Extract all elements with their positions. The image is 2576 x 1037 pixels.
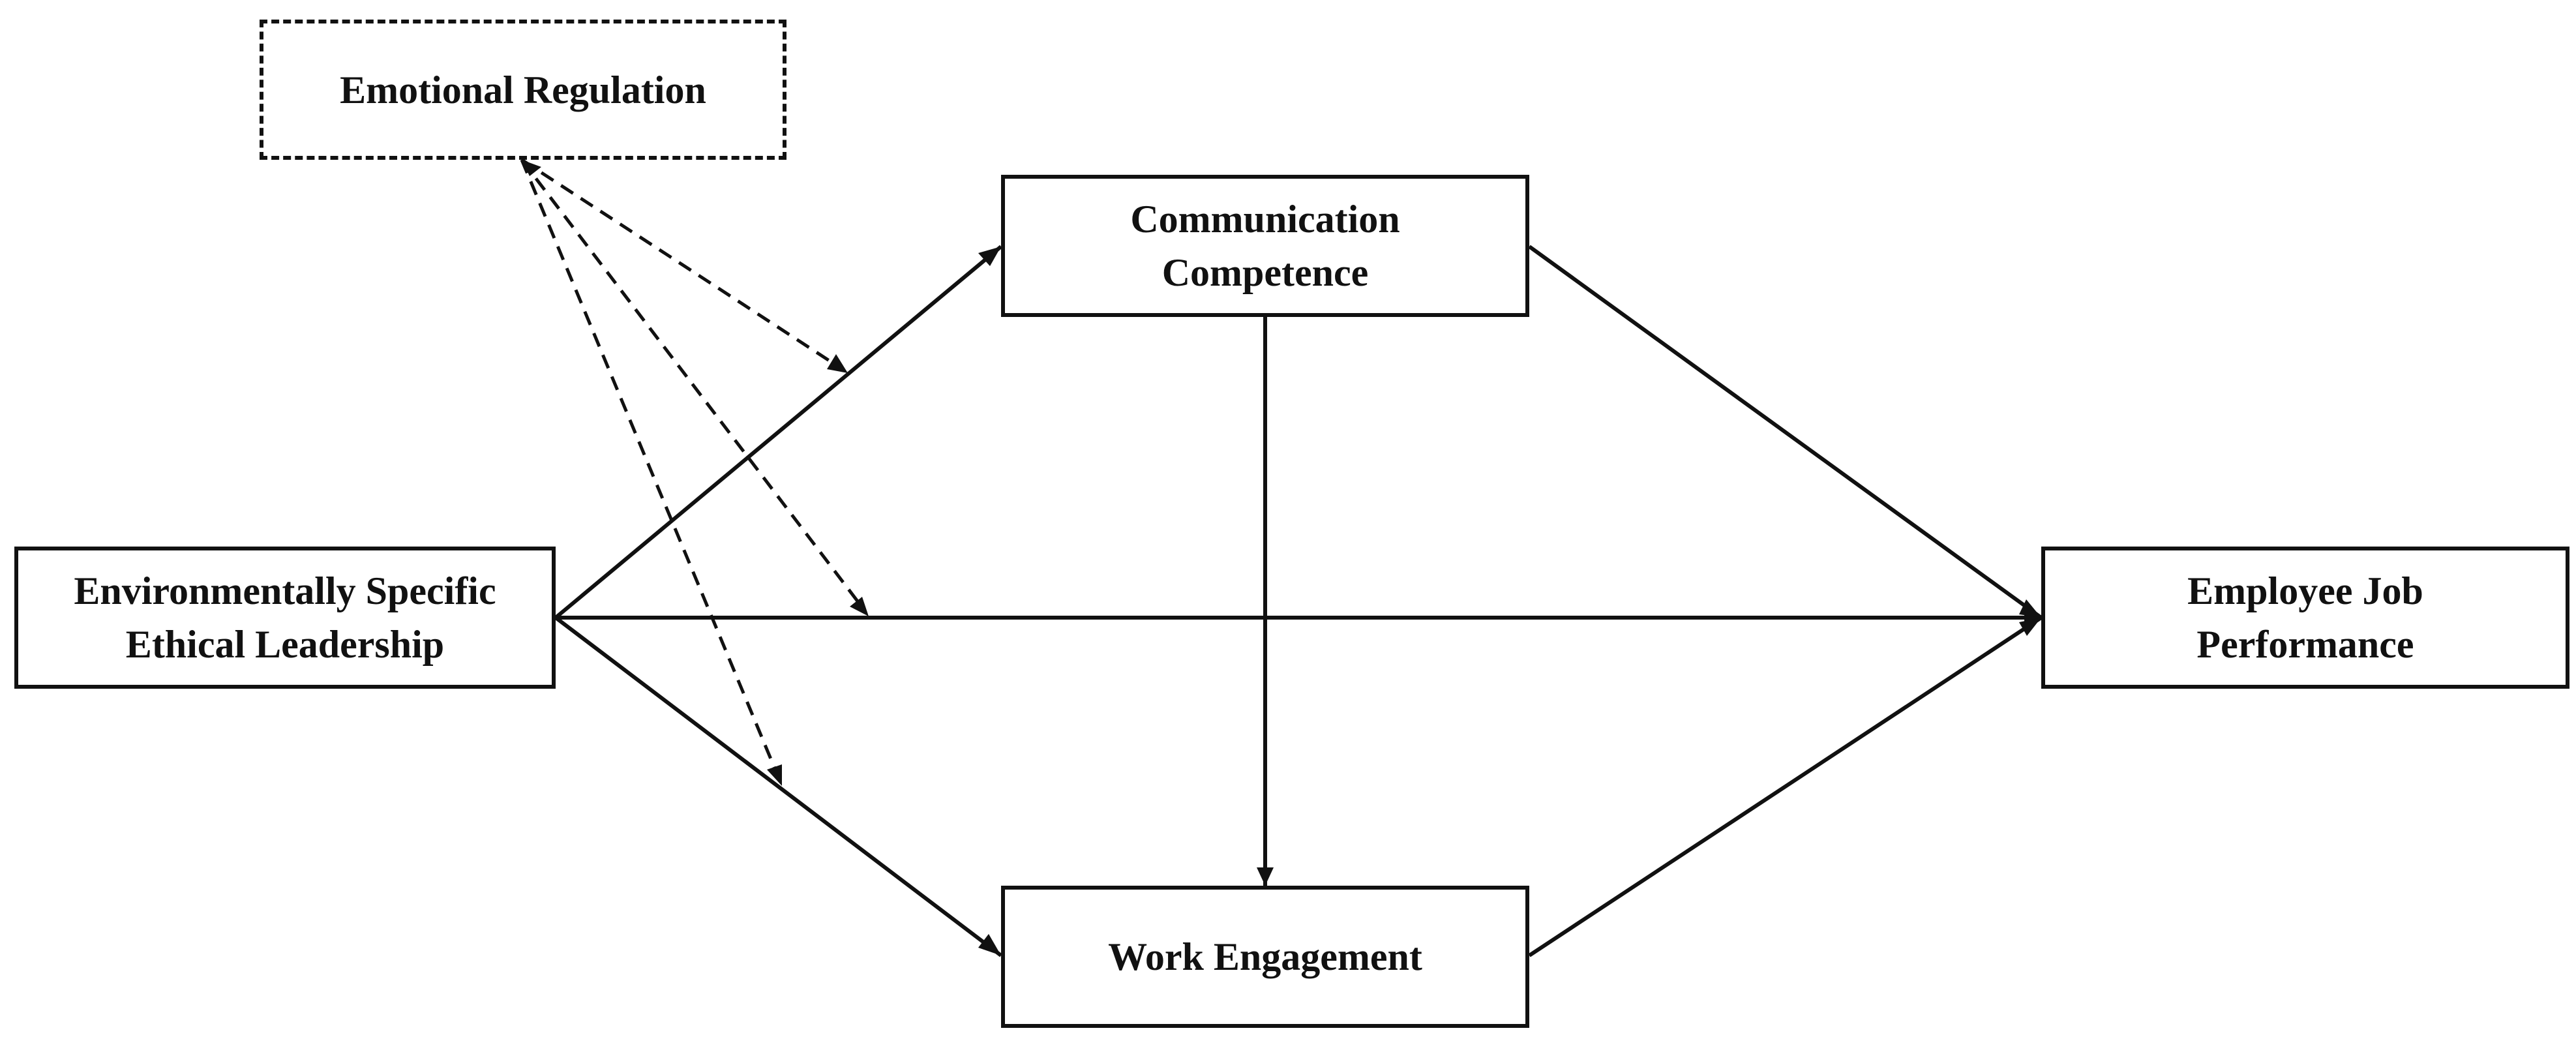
path-esel-to-we — [554, 616, 1002, 957]
node-employee-job-performance: Employee Job Performance — [2041, 547, 2569, 689]
arrowhead-moderation-er-to-cc — [827, 354, 848, 373]
node-work-engagement: Work Engagement — [1001, 886, 1529, 1028]
moderating-paths — [520, 158, 865, 780]
path-we-to-ejp — [1528, 616, 2043, 957]
node-ejp-label: Employee Job Performance — [2187, 564, 2423, 671]
node-esel-label: Environmentally Specific Ethical Leaders… — [74, 564, 496, 671]
node-esel-line1: Environmentally Specific — [74, 569, 496, 612]
node-cc-line2: Competence — [1161, 251, 1369, 294]
arrowhead-moderation-er-to-we — [767, 764, 782, 786]
node-ejp-line1: Employee Job — [2187, 569, 2423, 612]
node-we-label: Work Engagement — [1108, 930, 1422, 984]
node-cc-line1: Communication — [1130, 198, 1400, 241]
arrowhead-we-to-ejp — [2019, 618, 2041, 636]
node-emotional-regulation: Emotional Regulation — [260, 20, 786, 160]
solid-paths — [554, 245, 2043, 957]
node-we-line1: Work Engagement — [1108, 935, 1422, 978]
moderation-er-to-cc-path — [520, 158, 843, 370]
arrowhead-esel-to-we — [978, 934, 1001, 955]
moderating-arrowheads — [522, 160, 869, 786]
arrowhead-cc-to-we — [1257, 867, 1274, 886]
arrowhead-er-origin — [522, 160, 541, 176]
moderation-er-to-we-path — [520, 159, 781, 780]
node-emotional-regulation-label: Emotional Regulation — [340, 63, 706, 117]
solid-arrowheads — [978, 247, 2041, 955]
node-communication-competence: Communication Competence — [1001, 175, 1529, 317]
path-esel-to-cc — [554, 245, 1002, 620]
arrowhead-esel-to-cc — [978, 247, 1001, 266]
node-communication-competence-label: Communication Competence — [1130, 192, 1400, 299]
arrowhead-cc-to-ejp — [2019, 599, 2041, 618]
path-cc-to-ejp — [1528, 245, 2043, 620]
node-environmentally-specific-ethical-leadership: Environmentally Specific Ethical Leaders… — [14, 547, 556, 689]
node-esel-line2: Ethical Leadership — [125, 623, 445, 666]
node-ejp-line2: Performance — [2196, 623, 2414, 666]
arrowhead-moderation-er-to-ejp — [850, 597, 869, 616]
moderation-er-to-ejp-path — [520, 158, 865, 611]
node-er-line1: Emotional Regulation — [340, 68, 706, 112]
